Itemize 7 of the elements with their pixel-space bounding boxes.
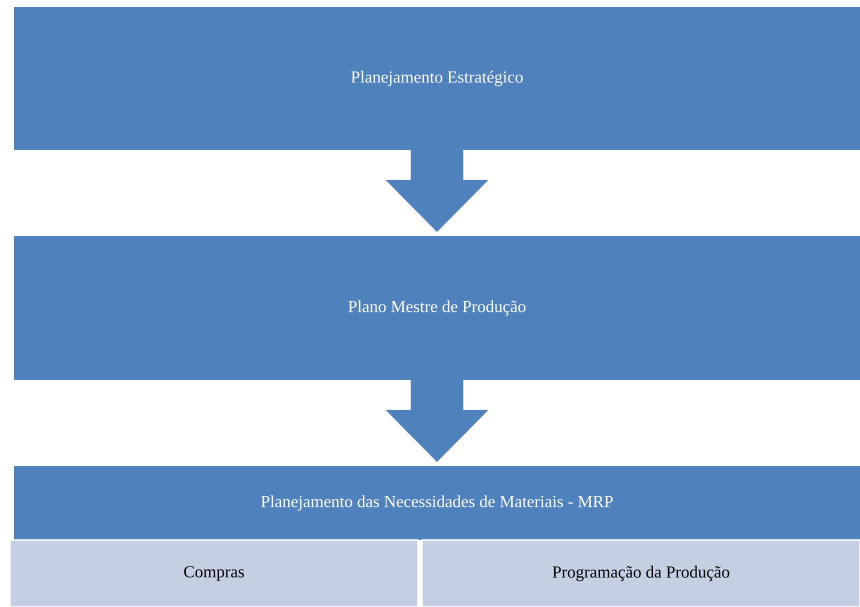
block-arrow xyxy=(386,380,488,462)
sub-process-box: Programação da Produção xyxy=(421,539,860,607)
process-box: Planejamento das Necessidades de Materiais - MRP xyxy=(14,466,860,540)
process-box: Planejamento Estratégico xyxy=(14,7,860,150)
block-arrow xyxy=(386,150,488,232)
process-box: Plano Mestre de Produção xyxy=(14,236,860,380)
sub-process-box: Compras xyxy=(9,539,419,607)
